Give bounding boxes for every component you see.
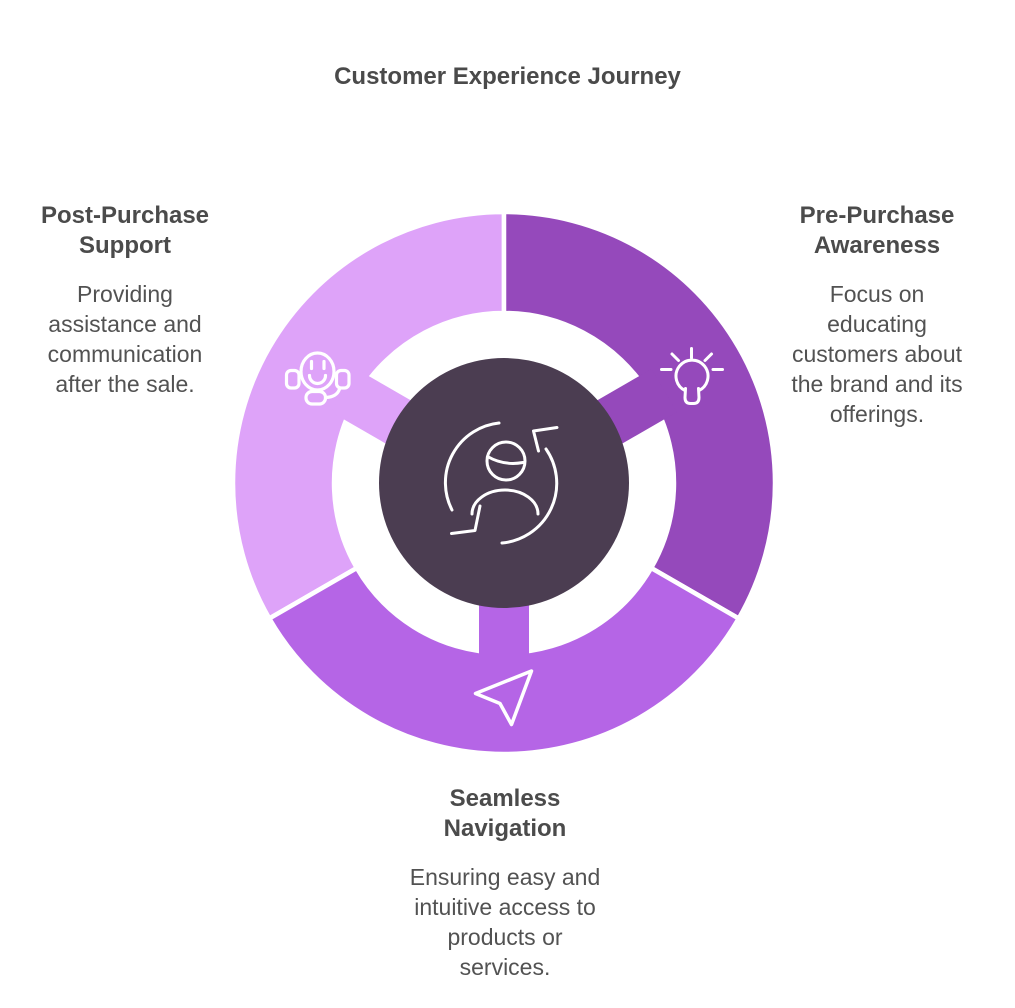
segment-label-pre-purchase: Pre-Purchase Awareness Focus on educatin… xyxy=(768,183,986,447)
segment-title-pre-purchase: Pre-Purchase Awareness xyxy=(799,202,955,259)
segment-description-navigation: Ensuring easy and intuitive access to pr… xyxy=(409,864,601,980)
segment-label-post-purchase: Post-Purchase Support Providing assistan… xyxy=(15,183,235,417)
segment-title-post-purchase: Post-Purchase Support xyxy=(40,202,210,259)
lightbulb-icon xyxy=(660,347,724,405)
segment-description-post-purchase: Providing assistance and communication a… xyxy=(47,281,203,397)
send-arrow-icon xyxy=(473,669,534,727)
customer-cycle-icon xyxy=(443,421,559,545)
segment-description-pre-purchase: Focus on educating customers about the b… xyxy=(791,281,963,427)
headset-smile-icon xyxy=(284,351,351,406)
segment-arc-pre-purchase xyxy=(501,209,778,621)
segment-label-navigation: Seamless Navigation Ensuring easy and in… xyxy=(395,766,615,1000)
page-title: Customer Experience Journey xyxy=(334,63,681,90)
segment-title-navigation: Seamless Navigation xyxy=(443,785,567,842)
segment-arc-post-purchase xyxy=(230,209,507,621)
center-circle xyxy=(379,358,629,608)
